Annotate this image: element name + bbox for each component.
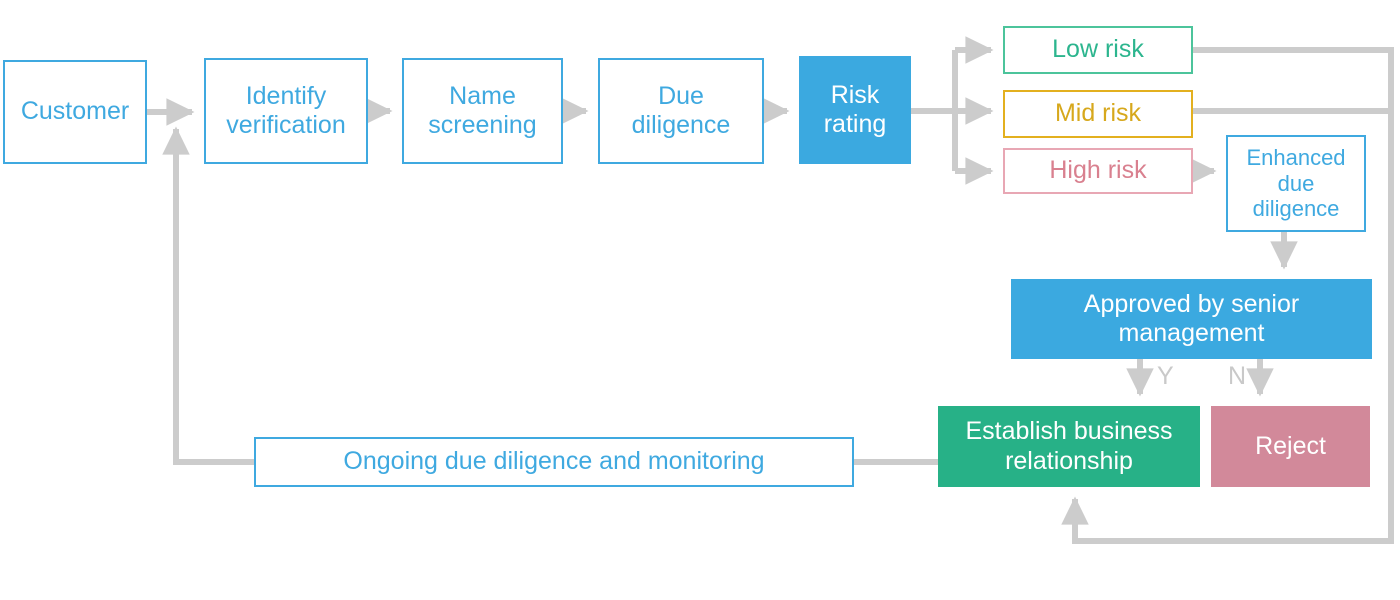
node-low-risk[interactable]: Low risk [1003,26,1193,74]
node-high-risk[interactable]: High risk [1003,148,1193,194]
node-mid-risk[interactable]: Mid risk [1003,90,1193,138]
edge-label-yes: Y [1157,362,1174,390]
node-customer[interactable]: Customer [3,60,147,164]
edge-label-no: N [1228,362,1247,390]
node-ongoing-due-diligence-and-monitoring[interactable]: Ongoing due diligence and monitoring [254,437,854,487]
edge-ongoing-to-identify [162,126,254,465]
node-reject[interactable]: Reject [1211,406,1370,487]
